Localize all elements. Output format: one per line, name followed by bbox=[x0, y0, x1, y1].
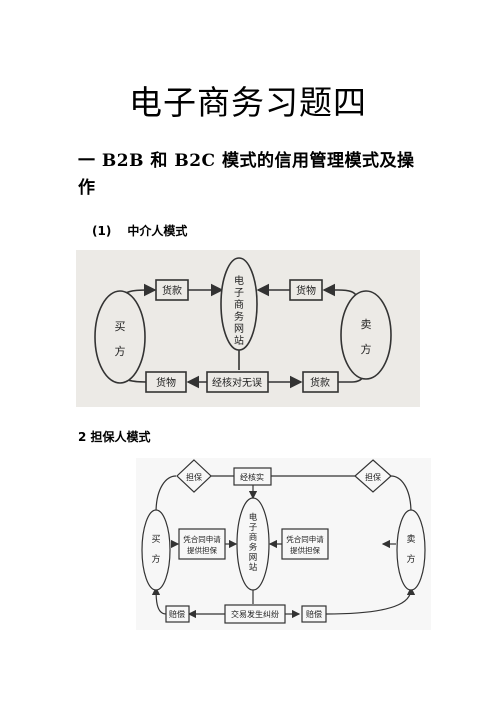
goods-bottom-left: 货物 bbox=[156, 376, 176, 389]
seller-node bbox=[340, 290, 392, 380]
guarantee-right-label: 担保 bbox=[365, 472, 381, 482]
intermediary-model-diagram: 买 方 卖 方 电子商务网站 货款 货物 货物 经核对无误 货款 bbox=[76, 250, 420, 407]
seller-char-2: 方 bbox=[361, 342, 372, 356]
left-box-line2: 提供担保 bbox=[187, 545, 217, 555]
seller-char-1: 卖 bbox=[406, 534, 415, 545]
goods-payment-top-left: 货款 bbox=[162, 284, 182, 297]
dispute-label: 交易发生纠纷 bbox=[231, 609, 279, 619]
compensation-left: 赔偿 bbox=[169, 609, 185, 619]
document-title: 电子商务习题四 bbox=[129, 83, 367, 122]
seller-char-1: 卖 bbox=[361, 318, 372, 331]
seller-char-2: 方 bbox=[406, 553, 415, 565]
verify-label: 经核实 bbox=[240, 472, 264, 482]
subsection-intermediary-heading: (1) 中介人模式 bbox=[92, 222, 187, 239]
buyer-char-1: 买 bbox=[115, 320, 126, 333]
subsection-number: (1) bbox=[92, 224, 112, 238]
website-label: 电子商务网站 bbox=[234, 274, 244, 347]
verified-bottom-middle: 经核对无误 bbox=[212, 376, 262, 389]
subsection-label: 中介人模式 bbox=[127, 224, 188, 238]
seller-node bbox=[396, 509, 426, 591]
right-box-line1: 凭合同申请 bbox=[286, 534, 324, 544]
subsection-guarantor-heading: 2 担保人模式 bbox=[78, 430, 151, 444]
payment-bottom-right: 货款 bbox=[310, 376, 330, 389]
website-label: 电子商务网站 bbox=[249, 512, 258, 573]
goods-top-right: 货物 bbox=[296, 284, 316, 297]
compensation-right: 赔偿 bbox=[306, 609, 322, 619]
guarantor-model-diagram: 担保 担保 经核实 凭合同申请 提供担保 凭合同申请 提供担保 赔偿 交易发生纠… bbox=[136, 458, 431, 630]
buyer-char-1: 买 bbox=[151, 534, 160, 545]
website-node bbox=[220, 257, 258, 351]
right-box-line2: 提供担保 bbox=[290, 545, 320, 555]
buyer-char-2: 方 bbox=[115, 344, 126, 358]
buyer-node bbox=[94, 290, 146, 384]
left-box-line1: 凭合同申请 bbox=[183, 534, 221, 544]
buyer-node bbox=[141, 509, 171, 591]
section-heading: 一 B2B 和 B2C 模式的信用管理模式及操作 bbox=[78, 151, 415, 198]
website-node bbox=[236, 497, 270, 591]
guarantee-left-label: 担保 bbox=[186, 472, 202, 482]
buyer-char-2: 方 bbox=[151, 553, 160, 565]
